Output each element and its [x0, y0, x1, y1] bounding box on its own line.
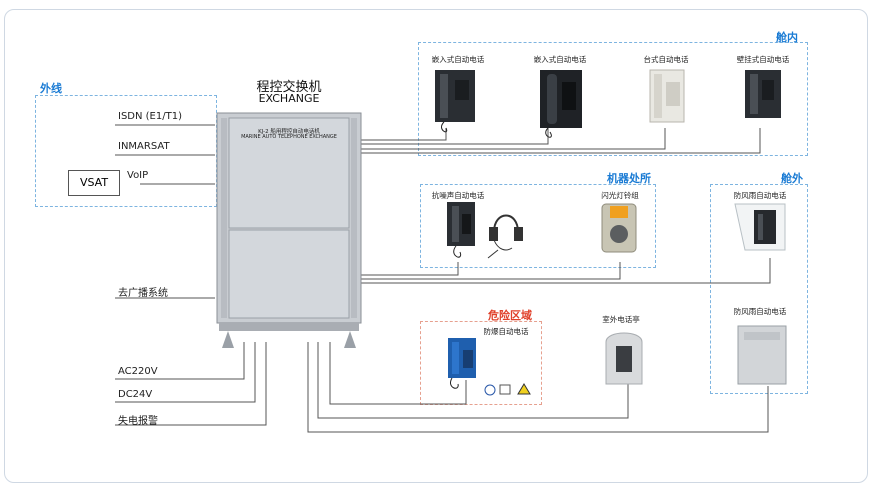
broadcast-label: 去广播系统 [118, 288, 168, 299]
weather-phone-1-label: 防风雨自动电话 [733, 191, 787, 200]
phone-weather-2-icon [737, 325, 787, 385]
flash-bell-icon [601, 203, 637, 253]
phone-embedded-1-icon [435, 70, 475, 133]
isdn-label: ISDN (E1/T1) [118, 111, 182, 122]
zone-hazard [420, 321, 542, 405]
weather-phone-2-label: 防风雨自动电话 [733, 307, 787, 316]
inmarsat-label: INMARSAT [118, 141, 170, 152]
phone-desktop-icon [649, 69, 685, 123]
explosion-phone-label: 防爆自动电话 [483, 327, 529, 336]
exchange-plate-line1: KJ-2 船用程控自动电话机 [258, 129, 320, 135]
phone-weather-1-icon [734, 203, 786, 251]
exchange-plate-line2: MARINE AUTO TELEPHONE EXCHANGE [241, 134, 337, 140]
flash-bell-label: 闪光灯铃组 [601, 191, 639, 200]
phone-noise-icon [447, 202, 475, 258]
noise-phone-label: 抗噪声自动电话 [431, 191, 485, 200]
phone-wall-icon [745, 70, 781, 118]
zone-cabin-inside-label: 舱内 [776, 31, 798, 44]
outdoor-booth-label: 室外电话亭 [602, 315, 640, 324]
zone-machinery [420, 184, 656, 268]
wall-phone-label: 壁挂式自动电话 [736, 55, 790, 64]
ac220v-label: AC220V [118, 366, 158, 377]
exchange-cabinet [216, 112, 362, 348]
phone-embedded-2-icon [540, 70, 582, 138]
phone-booth-icon [605, 332, 643, 385]
headset-icon [487, 214, 523, 259]
voip-label: VoIP [127, 170, 149, 181]
desktop-phone-label: 台式自动电话 [643, 55, 689, 64]
exchange-title-en: EXCHANGE [258, 92, 320, 105]
embedded-phone-2-label: 嵌入式自动电话 [533, 55, 587, 64]
diagram-frame [4, 9, 868, 483]
zone-hazard-label: 危险区域 [488, 309, 532, 322]
dc24v-label: DC24V [118, 389, 153, 400]
exchange-title-cn: 程控交换机 [256, 80, 322, 95]
vsat-box: VSAT [68, 170, 120, 196]
power-fail-alarm-label: 失电报警 [118, 416, 158, 427]
zone-cabin-outside-label: 舱外 [781, 172, 803, 185]
zone-cabin-inside [418, 42, 808, 156]
certification-marks-icon [484, 383, 531, 396]
embedded-phone-1-label: 嵌入式自动电话 [431, 55, 485, 64]
zone-external-label: 外线 [40, 82, 62, 95]
phone-explosion-icon [448, 338, 476, 389]
zone-machinery-label: 机器处所 [607, 172, 651, 185]
zone-cabin-outside [710, 184, 808, 394]
